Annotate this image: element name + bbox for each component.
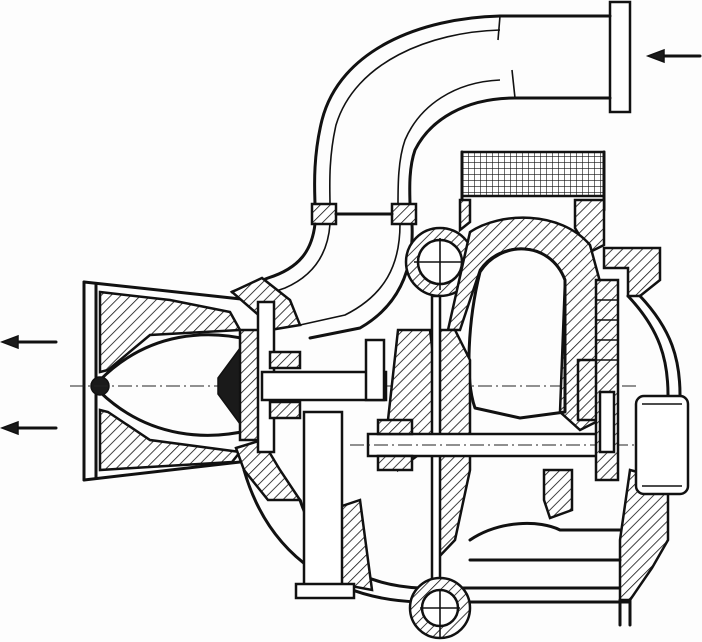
pipe-joint: [310, 202, 418, 226]
exhaust-arrow-lower-icon: [0, 420, 58, 436]
lower-duct: [468, 468, 622, 562]
exhaust-arrow-upper-icon: [0, 334, 58, 350]
inlet-arrow-icon: [645, 48, 702, 64]
end-cover: [634, 394, 690, 496]
main-shaft: [260, 338, 388, 420]
oil-port-top: [404, 226, 476, 298]
oil-drain-column: [294, 410, 356, 600]
gear-shaft: [350, 418, 640, 472]
exhaust-housing: [70, 280, 640, 482]
compressor-volute: [446, 216, 607, 432]
oil-port-bottom: [408, 576, 472, 640]
pipe-elbow-lower: [230, 222, 414, 340]
gear-stack: [576, 278, 620, 482]
right-housing: [602, 246, 682, 627]
inlet-pipe: [313, 14, 517, 207]
inlet-flange: [497, 0, 632, 114]
